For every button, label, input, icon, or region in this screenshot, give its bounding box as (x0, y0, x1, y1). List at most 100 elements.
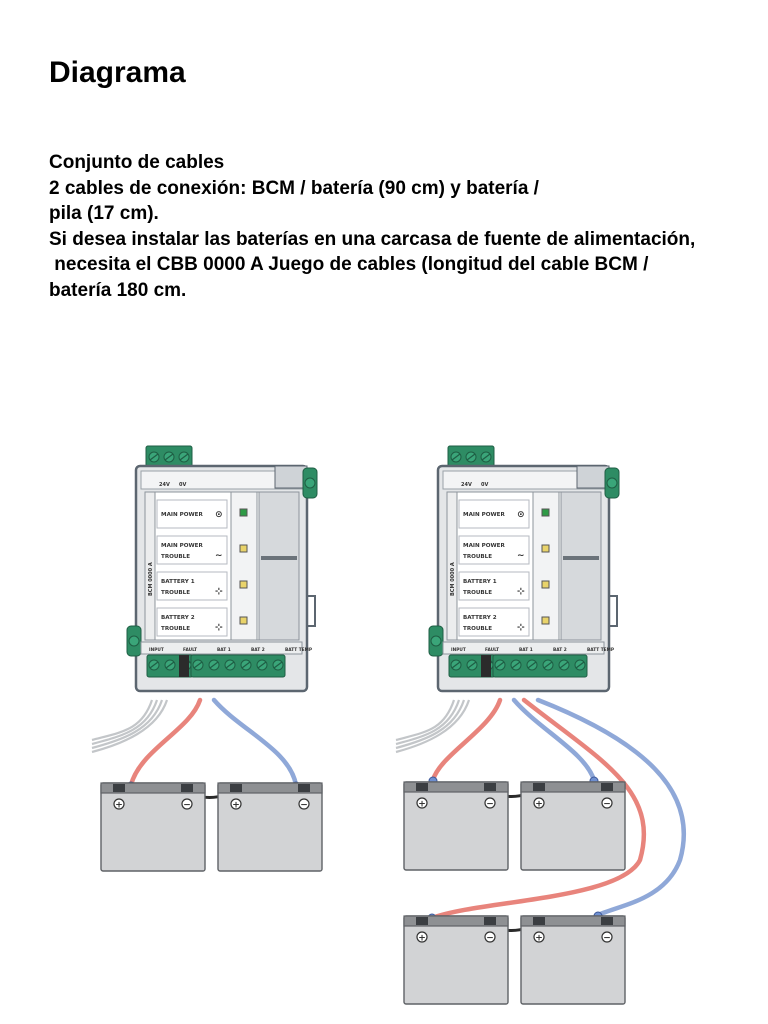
indicator-card (156, 571, 228, 601)
terminal-slot (559, 661, 569, 669)
terminal-label-strip (140, 641, 303, 655)
description-line: batería 180 cm. (49, 279, 187, 301)
battery-layer: +−+−+−+−+−+− (100, 781, 626, 1005)
battery-terminal (601, 783, 613, 791)
battery: +− (403, 781, 509, 871)
battery-body (520, 915, 626, 1005)
plus-sign: + (115, 800, 123, 810)
indicator-label: TROUBLE (161, 626, 190, 632)
plus-icon (416, 931, 428, 943)
terminal-slot (451, 661, 461, 669)
indicator-label: BATTERY 2 (463, 615, 497, 621)
clip-screw (430, 635, 442, 647)
indicator-label: TROUBLE (161, 590, 190, 596)
terminal-slot (575, 661, 585, 669)
module-top-block (274, 465, 308, 489)
battery-top (100, 782, 206, 794)
screw-slot (164, 453, 174, 461)
terminal-label: FAULT (183, 647, 197, 653)
battery-terminal (416, 917, 428, 925)
battery-top (217, 782, 323, 794)
minus-sign: − (603, 933, 611, 943)
panel-slot (563, 556, 599, 560)
battery: +− (217, 782, 323, 872)
terminal-slot (209, 661, 219, 669)
indicator-symbol-icon: ⊙ (215, 510, 223, 520)
description-line: Conjunto de cables (49, 152, 225, 173)
battery: +− (520, 781, 626, 871)
minus-icon (601, 797, 613, 809)
side-label-strip (144, 491, 156, 641)
status-led (239, 544, 248, 553)
screw-slot (451, 453, 461, 461)
indicator-label: TROUBLE (463, 590, 492, 596)
battery-top (520, 781, 626, 793)
terminal-slot (511, 661, 521, 669)
terminal-slot (149, 661, 159, 669)
minus-sign: − (486, 933, 494, 943)
page-title: Diagrama (49, 56, 186, 89)
led-strip (230, 491, 258, 641)
battery-top (403, 781, 509, 793)
terminal-block (492, 654, 588, 678)
terminal-gap (179, 655, 189, 677)
plus-sign: + (535, 933, 543, 943)
plus-sign: + (418, 933, 426, 943)
minus-sign: − (486, 799, 494, 809)
led-strip (532, 491, 560, 641)
input-wire (395, 699, 456, 742)
battery-terminal (113, 784, 125, 792)
blue-cable-long (535, 697, 687, 918)
plus-icon (230, 798, 242, 810)
indicator-card (458, 535, 530, 565)
plus-sign: + (232, 800, 240, 810)
indicator-symbol-icon: ∼ (517, 551, 525, 561)
top-label-24v: 24V (461, 482, 472, 488)
terminal-slot (467, 661, 477, 669)
blue-cable (511, 697, 597, 783)
minus-icon (484, 931, 496, 943)
red-cable-long (429, 697, 647, 921)
input-wire (91, 699, 169, 754)
terminal-label-strip (442, 641, 605, 655)
battery: +− (100, 782, 206, 872)
terminal-slot (165, 661, 175, 669)
terminal-slot (225, 661, 235, 669)
status-led (541, 616, 550, 625)
side-label: BCM 0000 A (450, 562, 456, 596)
terminal-slot (543, 661, 553, 669)
terminal-slot (527, 661, 537, 669)
terminal-label: BATT TEMP (285, 647, 312, 653)
minus-icon (601, 931, 613, 943)
terminal-slot (257, 661, 267, 669)
battery-top (520, 915, 626, 927)
plus-sign: + (535, 799, 543, 809)
battery: +− (403, 915, 509, 1005)
battery-terminal (230, 784, 242, 792)
plus-icon (416, 797, 428, 809)
indicator-symbol-icon: ⊹ (215, 623, 223, 633)
indicator-label: BATTERY 2 (161, 615, 195, 621)
minus-sign: − (300, 800, 308, 810)
status-led (541, 508, 550, 517)
battery-terminal (601, 917, 613, 925)
module-top-block (576, 465, 610, 489)
status-led (239, 616, 248, 625)
terminal-gap (481, 655, 491, 677)
terminal-label: BAT 2 (251, 647, 265, 653)
indicator-label: MAIN POWER (161, 512, 203, 518)
input-wire (395, 699, 461, 746)
input-wire (395, 699, 471, 754)
red-cable (128, 697, 203, 788)
status-led (239, 580, 248, 589)
input-wire (91, 699, 164, 750)
description-line: 2 cables de conexión: BCM / batería (90 … (49, 177, 539, 199)
battery-terminal (181, 784, 193, 792)
battery-top (403, 915, 509, 927)
indicator-label: TROUBLE (463, 554, 492, 560)
battery-terminal (533, 783, 545, 791)
indicator-label: MAIN POWER (463, 543, 505, 549)
battery-body (100, 782, 206, 872)
description-line: Si desea instalar las baterías en una ca… (49, 228, 696, 250)
